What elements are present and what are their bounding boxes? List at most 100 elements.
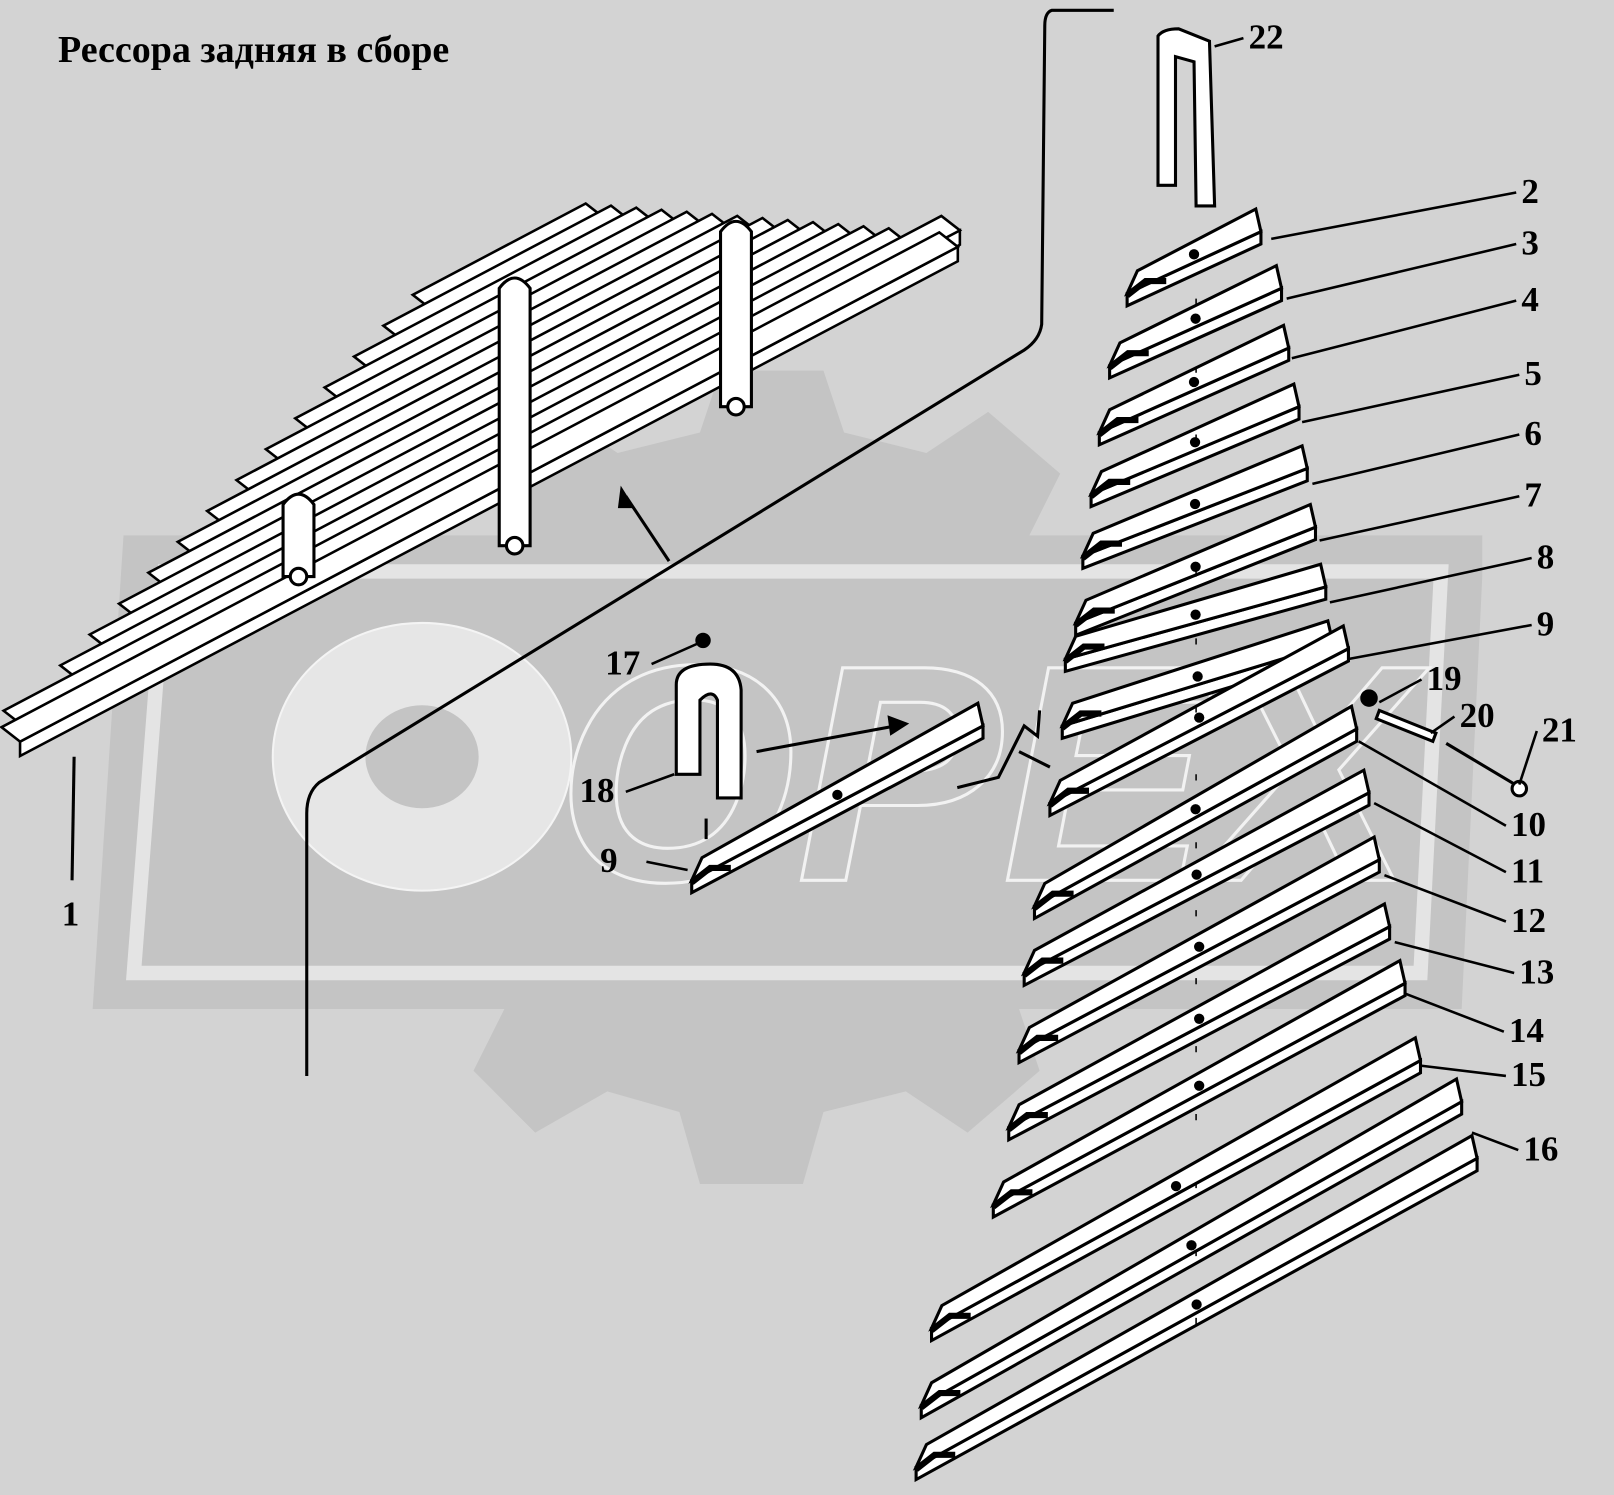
spring-leaf <box>1096 323 1291 448</box>
center-hole <box>1191 1299 1202 1310</box>
callout-8: 8 <box>1537 537 1554 576</box>
callout-leader <box>651 642 699 666</box>
spring-leaf <box>1005 901 1392 1143</box>
center-hole <box>832 789 843 801</box>
callout-leader <box>1373 801 1507 874</box>
center-hole <box>1190 561 1201 572</box>
callout-leader <box>1394 940 1515 975</box>
callout-leader <box>1348 623 1532 661</box>
callout-11: 11 <box>1511 851 1544 890</box>
callout-7: 7 <box>1524 476 1541 515</box>
spring-leaf <box>990 958 1407 1220</box>
watermark-letter-o-hole <box>365 705 479 809</box>
spring-leaf <box>1072 502 1318 638</box>
callout-leader <box>1378 678 1423 704</box>
spring-leaf <box>1062 562 1328 674</box>
spring-leaf <box>1079 443 1310 571</box>
callout-leader <box>1404 992 1505 1033</box>
leader-line <box>70 756 76 881</box>
center-hole <box>1192 671 1203 682</box>
spring-leaf <box>1106 263 1284 381</box>
callout-leader <box>1270 191 1517 241</box>
spring-clamp <box>281 492 316 587</box>
spring-leaf <box>917 1076 1464 1421</box>
spring-leaf <box>1031 703 1359 922</box>
callout-6: 6 <box>1524 414 1541 453</box>
callout-10: 10 <box>1511 805 1546 844</box>
center-hole <box>1194 712 1205 723</box>
callout-leader <box>1319 495 1520 542</box>
center-hole <box>1190 804 1201 815</box>
nut-19 <box>1360 689 1378 707</box>
callout-leader <box>1312 433 1520 486</box>
leader-frame-line <box>305 8 1114 1076</box>
spring-leaf <box>1020 767 1371 988</box>
spring-clamp <box>497 276 532 556</box>
spring-leaf <box>1123 206 1263 309</box>
callout-5: 5 <box>1524 354 1541 393</box>
spring-leaf <box>1015 834 1382 1066</box>
callout-leader <box>1430 715 1456 735</box>
arrow-bracket <box>956 710 1051 790</box>
arrow-to-leaf <box>756 724 896 754</box>
callout-leader <box>646 860 688 872</box>
callout-leader <box>625 773 675 793</box>
spring-leaf <box>688 700 985 896</box>
clamp-22 <box>1156 27 1217 208</box>
fasteners-and-leaders <box>305 8 1529 1076</box>
watermark-frame <box>126 564 1449 981</box>
callout-leader <box>1383 873 1507 923</box>
diagram-title: Рессора задняя в сборе <box>58 29 450 71</box>
center-hole <box>1194 1013 1205 1024</box>
callout-9b: 9 <box>600 841 617 880</box>
center-hole <box>1170 1180 1182 1192</box>
callout-16: 16 <box>1523 1129 1558 1168</box>
assembled-spring <box>0 202 963 881</box>
bolt-21 <box>1445 742 1516 786</box>
callout-leader <box>1420 1064 1507 1078</box>
center-hole <box>1191 869 1202 880</box>
callout-4: 4 <box>1521 280 1538 319</box>
center-hole <box>1190 609 1201 620</box>
callout-9a: 9 <box>1537 604 1554 643</box>
callout-2: 2 <box>1521 172 1538 211</box>
center-hole <box>1186 1240 1197 1251</box>
callout-leader <box>1329 556 1532 604</box>
callout-leader <box>1471 1131 1519 1152</box>
rivet-17 <box>695 632 711 649</box>
arrowhead <box>617 485 635 509</box>
callout-leader <box>1518 730 1539 785</box>
center-hole <box>1188 249 1200 260</box>
callout-15: 15 <box>1511 1055 1546 1094</box>
spring-leaf <box>1088 381 1301 509</box>
callout-13: 13 <box>1519 952 1554 991</box>
center-hole <box>1190 313 1201 324</box>
callout-12: 12 <box>1511 901 1546 940</box>
callout-21: 21 <box>1542 710 1577 749</box>
spring-leaf <box>1046 623 1351 818</box>
callout-leader <box>1291 299 1517 360</box>
callout-leader <box>1214 36 1244 48</box>
callout-18: 18 <box>580 771 615 810</box>
callout-22: 22 <box>1249 17 1284 56</box>
spring-clamp <box>718 219 753 417</box>
callout-1: 1 <box>62 895 79 934</box>
center-hole <box>1188 376 1200 388</box>
spring-leaf <box>928 1035 1423 1344</box>
clamp-18 <box>674 662 743 800</box>
callout-leader <box>1301 373 1520 424</box>
callout-14: 14 <box>1509 1011 1544 1050</box>
callout-19: 19 <box>1427 659 1462 698</box>
center-hole <box>1194 1080 1205 1091</box>
spacer-20 <box>1374 708 1438 744</box>
callout-20: 20 <box>1460 696 1495 735</box>
callout-17: 17 <box>605 643 640 682</box>
center-hole <box>1194 941 1205 952</box>
callout-leader <box>1286 242 1517 300</box>
arrowhead <box>887 715 910 736</box>
center-hole <box>1189 437 1201 448</box>
callout-3: 3 <box>1521 223 1538 262</box>
